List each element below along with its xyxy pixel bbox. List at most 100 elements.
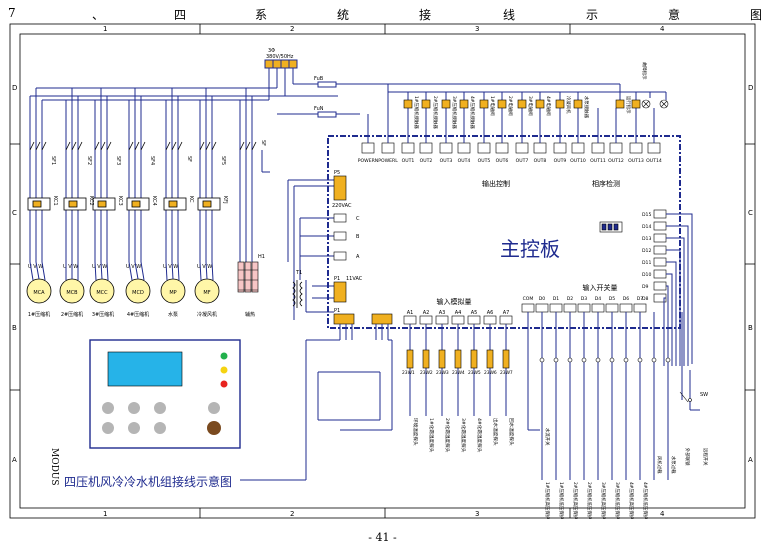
- output-load: 3#压缩机接触器: [451, 96, 458, 129]
- analog-input-label: A5: [471, 310, 478, 316]
- output-label: OUT9: [554, 158, 567, 164]
- input-switch-label: 输入开关量: [583, 283, 618, 292]
- switch-input-label: D2: [567, 296, 574, 302]
- sensor-wiring: [409, 324, 507, 416]
- bus-lines: [29, 88, 253, 150]
- sensor-label: 23W3: [436, 370, 449, 376]
- switch-caption: 2#压缩机高压保护: [572, 482, 579, 520]
- output-label: OUT6: [496, 158, 509, 164]
- switch-caption: 水泵过载: [670, 456, 677, 474]
- header-char: 意: [668, 8, 681, 22]
- sensor-caption: 4#化霜温度探头: [476, 418, 483, 453]
- input-analog-label: 输入模拟量: [437, 297, 472, 306]
- output-wiring: [367, 84, 667, 143]
- breaker-label: SF4: [149, 156, 155, 165]
- sensor-label: 23W5: [468, 370, 481, 376]
- run-led-icon: [220, 352, 228, 360]
- side-input-label: D12: [642, 248, 651, 254]
- header-char: 7: [8, 6, 16, 20]
- model-label: MODUS: [49, 448, 59, 486]
- contactor-labels: KC1 KC2 KC3 KC4 KC KFJ: [52, 196, 228, 206]
- phase-detect-label: 相序检测: [592, 179, 620, 188]
- switch-input-label: D0: [539, 296, 546, 302]
- uvw-label: U V W: [126, 264, 141, 270]
- key-button-icon: [102, 402, 114, 414]
- fuse-label: FuB: [314, 76, 324, 82]
- controller-p1-label: P1: [334, 308, 340, 314]
- page-number: - 41 -: [368, 531, 397, 544]
- v220-label: 220VAC: [332, 203, 352, 209]
- motor-symbol: MF: [203, 290, 210, 296]
- transformer-wiring: [261, 150, 334, 320]
- motor-caption: 3#压缩机: [92, 311, 114, 318]
- supply-spec: 380V/50Hz: [266, 54, 294, 60]
- side-input-label: D14: [642, 224, 651, 230]
- output-label: OUT14: [646, 158, 662, 164]
- uvw-label: U V W: [63, 264, 78, 270]
- header-char: 系: [255, 8, 268, 22]
- output-load-labels: 1#压缩机接触器 2#压缩机接触器 3#压缩机接触器 4#压缩机接触器 1#电磁…: [413, 62, 648, 129]
- p5-label: P5: [334, 170, 340, 176]
- header-char: 接: [419, 8, 432, 22]
- switch-input-label: D5: [609, 296, 616, 302]
- sensor-caption: 3#化霜温度探头: [460, 418, 467, 453]
- switch-input-label: D4: [595, 296, 602, 302]
- p1-label: P1: [334, 276, 340, 282]
- motor-symbol: MCB: [66, 290, 78, 296]
- col-number: 3: [475, 510, 479, 518]
- contactor-label: KC3: [117, 196, 123, 206]
- key-button-icon: [154, 402, 166, 414]
- terminal-label: B: [356, 234, 360, 240]
- switch-caption: 3#压缩机低压保护: [614, 482, 621, 520]
- contactor-label: KC: [188, 196, 194, 203]
- switch-caption: 风机过载: [656, 456, 663, 474]
- p1-connector: [333, 313, 393, 325]
- motor-caption: 2#压缩机: [61, 311, 83, 318]
- uvw-label: U V W: [28, 264, 43, 270]
- switch-contacts: [539, 357, 692, 403]
- output-label: OUT7: [516, 158, 529, 164]
- output-load: 2#电磁阀: [507, 96, 514, 116]
- header-char: 线: [503, 8, 516, 22]
- v11-label: 11VAC: [346, 276, 363, 282]
- breaker-labels: SF1 SF2 SF3 SF4 SF SF5 SF: [50, 140, 266, 165]
- switch-caption: 2#压缩机低压保护: [586, 482, 593, 520]
- header-char: 示: [586, 8, 599, 22]
- motor-caption: 4#压缩机: [127, 311, 149, 318]
- switch-wiring: [527, 312, 700, 480]
- motor-symbol: MCA: [33, 290, 45, 296]
- contactor-label: KC4: [151, 196, 157, 206]
- transformer-label: T1: [295, 270, 302, 276]
- contactor-label: KFJ: [222, 196, 228, 204]
- output-label: OUT10: [570, 158, 586, 164]
- power-terminals: [333, 175, 347, 303]
- output-labels: POWERN POWERL OUT1 OUT2 OUT3 OUT4 OUT5 O…: [358, 158, 662, 164]
- row-letter: A: [12, 456, 17, 464]
- fuse-label: FuN: [314, 106, 324, 112]
- row-letter: B: [748, 324, 753, 332]
- breaker-label: SF: [260, 140, 266, 146]
- sensor-label: 23W1: [402, 370, 415, 376]
- sensor-captions: 环境温度探头 1#化霜温度探头 2#化霜温度探头 3#化霜温度探头 4#化霜温度…: [412, 418, 515, 453]
- page-header: 7 、 四 系 统 接 线 示 意 图: [0, 6, 765, 22]
- switch-input-label: COM: [523, 296, 534, 302]
- output-relays: [403, 99, 641, 109]
- output-label: OUT12: [608, 158, 624, 164]
- row-letter: B: [12, 324, 17, 332]
- side-input-label: D13: [642, 236, 651, 242]
- col-number: 2: [290, 510, 294, 518]
- switch-caption: 水流开关: [544, 428, 551, 446]
- output-load: 4#压缩机接触器: [469, 96, 476, 129]
- row-letter: A: [748, 456, 753, 464]
- header-char: 、: [92, 8, 105, 22]
- switch-input-label: D7: [637, 296, 644, 302]
- col-number: 4: [660, 510, 665, 518]
- panel-wiring: [240, 324, 393, 481]
- key-button-icon: [102, 422, 114, 434]
- sensor-caption: 2#化霜温度探头: [444, 418, 451, 453]
- switch-caption: 1#压缩机低压保护: [558, 482, 565, 520]
- uvw-label: U V W: [197, 264, 212, 270]
- power-knob-icon: [207, 421, 221, 435]
- output-load: 3#电磁阀: [527, 96, 534, 116]
- switch-caption: 3#压缩机高压保护: [600, 482, 607, 520]
